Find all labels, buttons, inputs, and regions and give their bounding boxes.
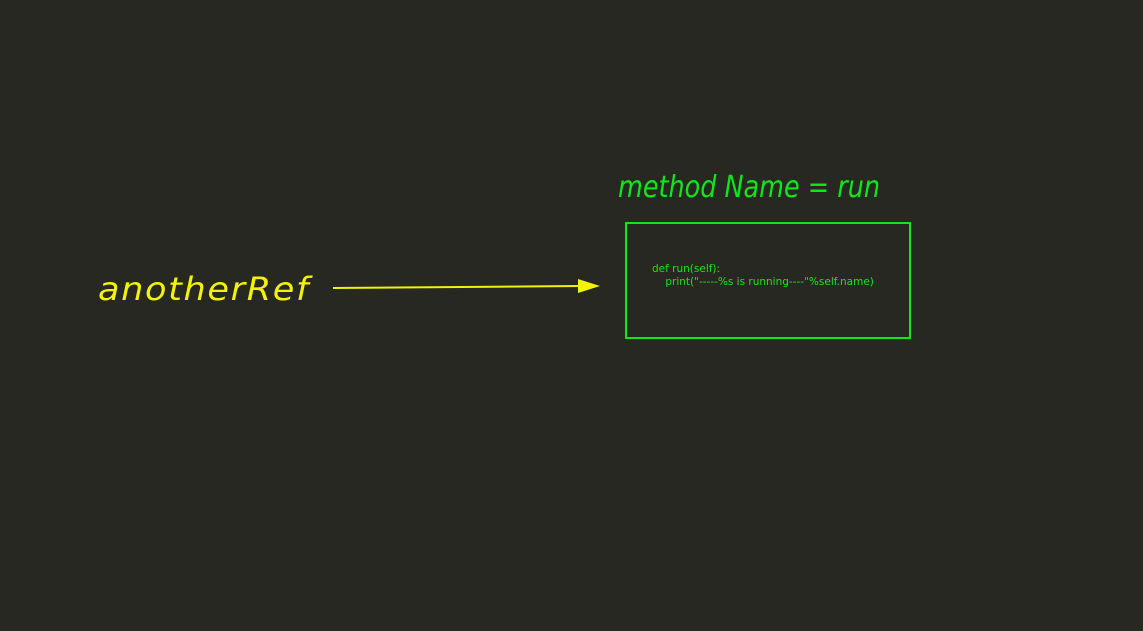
arrow-head — [578, 279, 600, 293]
reference-label: anotherRef — [98, 270, 314, 308]
method-name-label: method Name = run — [618, 170, 880, 205]
reference-arrow — [332, 279, 600, 293]
method-object-box: def run(self): print("-----%s is running… — [625, 222, 911, 339]
method-code: def run(self): print("-----%s is running… — [652, 263, 874, 289]
arrow-shaft — [332, 285, 581, 289]
code-line-print: print("-----%s is running----"%self.name… — [652, 276, 874, 288]
code-line-def: def run(self): — [652, 263, 721, 275]
